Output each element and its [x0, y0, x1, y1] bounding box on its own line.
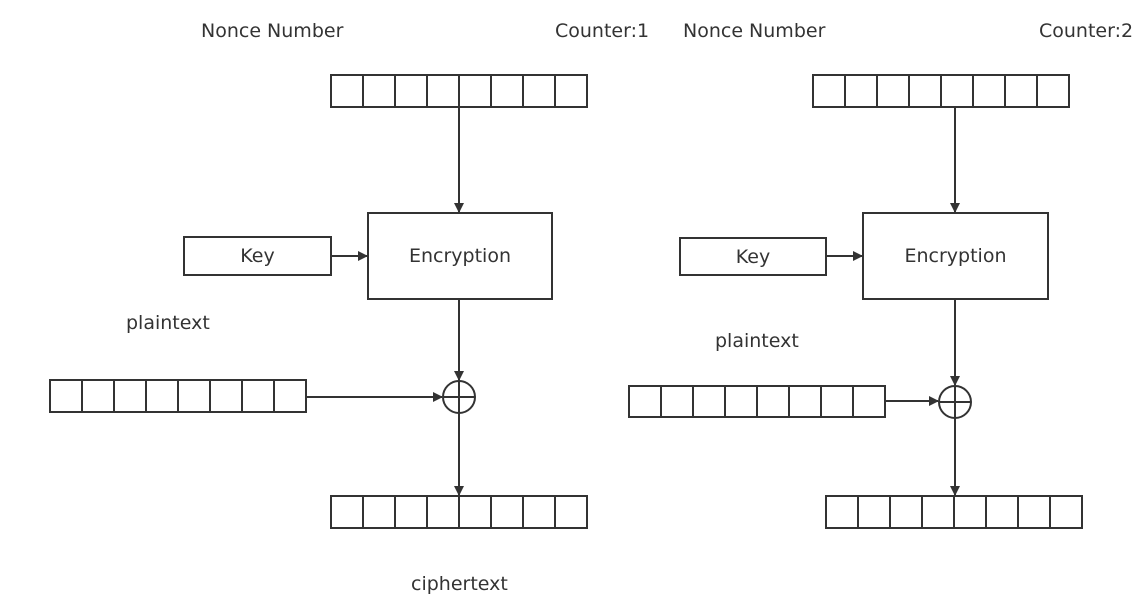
right-encryption-label: Encryption — [904, 245, 1007, 267]
right-nonce-label: Nonce Number — [683, 20, 826, 42]
left-block — [49, 74, 588, 529]
right-block — [628, 74, 1083, 529]
left-key-label: Key — [240, 245, 275, 267]
left-plaintext-label: plaintext — [126, 312, 210, 334]
right-plaintext-register — [628, 385, 886, 418]
left-encryption-label: Encryption — [408, 245, 511, 267]
left-plaintext-register — [49, 379, 307, 413]
right-nonce-counter-register — [812, 74, 1070, 108]
left-xor-operator — [442, 380, 476, 414]
left-counter-label: Counter:1 — [555, 20, 650, 42]
left-nonce-counter-register — [330, 74, 588, 108]
left-ciphertext-label: ciphertext — [411, 573, 508, 595]
right-output-register — [825, 495, 1083, 529]
right-xor-operator — [938, 385, 972, 419]
right-key-label: Key — [735, 245, 771, 268]
right-plaintext-label: plaintext — [715, 330, 799, 352]
left-ciphertext-register — [330, 495, 588, 529]
right-counter-label: Counter:2 — [1039, 20, 1134, 42]
left-nonce-label: Nonce Number — [201, 20, 344, 42]
